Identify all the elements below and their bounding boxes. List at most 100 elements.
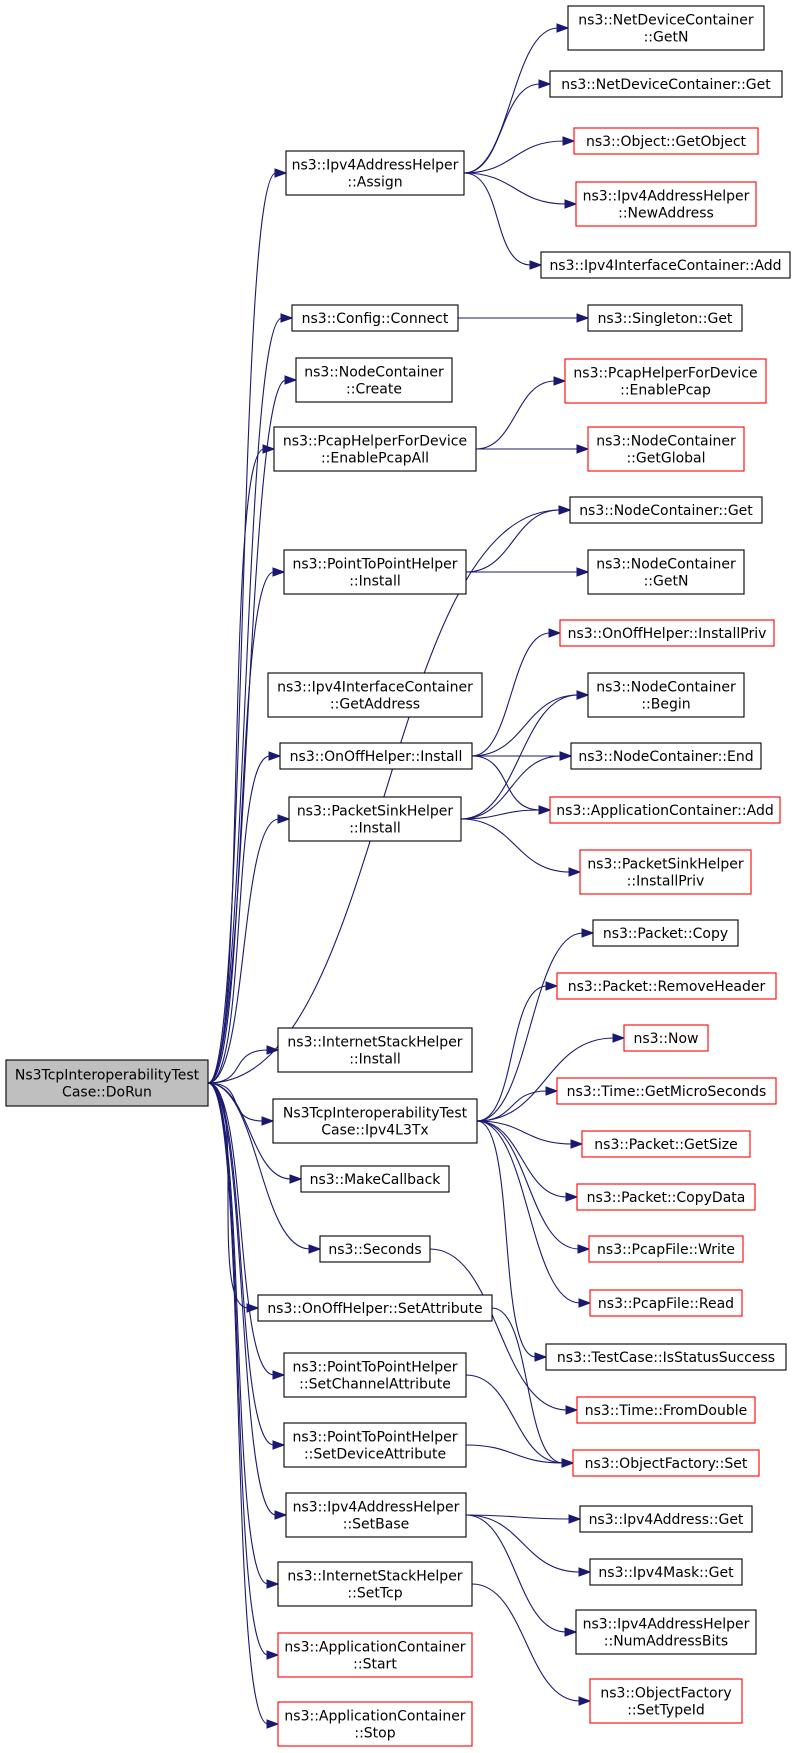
node-ipv4mask-get[interactable]: ns3::Ipv4Mask::Get: [589, 1558, 743, 1586]
node-seconds[interactable]: ns3::Seconds: [319, 1235, 431, 1263]
node-p2p-install[interactable]: ns3::PointToPointHelper::Install: [283, 549, 467, 595]
node-time-getmicro[interactable]: ns3::Time::GetMicroSeconds: [556, 1077, 777, 1105]
node-ipv4-newaddr[interactable]: ns3::Ipv4AddressHelper::NewAddress: [575, 181, 757, 227]
node-appc-add[interactable]: ns3::ApplicationContainer::Add: [549, 796, 781, 824]
node-packet-getsize[interactable]: ns3::Packet::GetSize: [581, 1130, 751, 1158]
node-label-line: ::Install: [349, 574, 401, 590]
node-label-line: ns3::NodeContainer: [596, 557, 736, 573]
node-ipv4ic-add[interactable]: ns3::Ipv4InterfaceContainer::Add: [540, 251, 791, 279]
edge-root-to-p2p_install: [207, 567, 286, 1084]
node-onoff-setattr[interactable]: ns3::OnOffHelper::SetAttribute: [257, 1294, 493, 1322]
node-ipv4-setbase[interactable]: ns3::Ipv4AddressHelper::SetBase: [285, 1492, 467, 1538]
node-singleton-get[interactable]: ns3::Singleton::Get: [587, 304, 743, 332]
node-pcapfile-write[interactable]: ns3::PcapFile::Write: [588, 1235, 744, 1263]
node-label-line: ns3::Time::FromDouble: [585, 1403, 748, 1419]
node-sink-install[interactable]: ns3::PacketSinkHelper::Install: [288, 796, 462, 842]
node-box: [277, 1701, 473, 1747]
node-p2p-setdevice[interactable]: ns3::PointToPointHelper::SetDeviceAttrib…: [283, 1422, 467, 1468]
node-box: [295, 357, 453, 403]
node-time-fromdouble[interactable]: ns3::Time::FromDouble: [576, 1396, 756, 1424]
edge-ipv4l3tx-to-packet_copy: [476, 928, 595, 1122]
node-internet-install[interactable]: ns3::InternetStackHelper::Install: [277, 1027, 473, 1073]
node-onoff-installpriv[interactable]: ns3::OnOffHelper::InstallPriv: [559, 619, 775, 647]
node-p2p-setchannel[interactable]: ns3::PointToPointHelper::SetChannelAttri…: [283, 1352, 467, 1398]
node-pcap-enable[interactable]: ns3::PcapHelperForDevice::EnablePcap: [564, 358, 767, 404]
node-internet-settcp[interactable]: ns3::InternetStackHelper::SetTcp: [277, 1561, 473, 1607]
node-box: [575, 1609, 757, 1655]
node-label-line: ns3::Seconds: [328, 1242, 421, 1258]
node-appc-stop[interactable]: ns3::ApplicationContainer::Stop: [277, 1701, 473, 1747]
node-label-line: ns3::Singleton::Get: [598, 311, 733, 327]
node-label-line: ns3::Ipv4AddressHelper: [583, 1617, 750, 1633]
node-box: [277, 1561, 473, 1607]
node-nc-create[interactable]: ns3::NodeContainer::Create: [295, 357, 453, 403]
node-nc-end[interactable]: ns3::NodeContainer::End: [570, 742, 762, 770]
edge-ipv4assign-to-ipv4ic_add: [463, 172, 543, 270]
node-config-connect[interactable]: ns3::Config::Connect: [291, 304, 459, 332]
node-label-line: ns3::Packet::Copy: [603, 926, 728, 942]
node-packet-copydata[interactable]: ns3::Packet::CopyData: [576, 1183, 756, 1211]
node-box: [589, 1289, 743, 1317]
edge-root-to-internet_settcp: [207, 1082, 280, 1589]
node-ipv4ic-getaddr[interactable]: ns3::Ipv4InterfaceContainer::GetAddress: [267, 672, 483, 718]
node-packet-removeheader[interactable]: ns3::Packet::RemoveHeader: [556, 972, 777, 1000]
node-sink-installpriv[interactable]: ns3::PacketSinkHelper::InstallPriv: [579, 849, 752, 895]
node-obj-getobject[interactable]: ns3::Object::GetObject: [573, 127, 759, 155]
node-nc-getn[interactable]: ns3::NodeContainer::GetN: [587, 549, 745, 595]
edge-ipv4_setbase-to-ipv4address_get: [465, 1514, 582, 1524]
node-label-line: ns3::PcapHelperForDevice: [573, 366, 757, 382]
node-nc-getglobal[interactable]: ns3::NodeContainer::GetGlobal: [587, 426, 745, 472]
node-label-line: ns3::Ipv4AddressHelper: [292, 158, 459, 174]
node-now[interactable]: ns3::Now: [623, 1024, 709, 1052]
edge-ipv4l3tx-to-packet_removeheader: [476, 981, 559, 1122]
node-nc-begin[interactable]: ns3::NodeContainer::Begin: [587, 672, 745, 718]
edge-sink_install-to-nc_begin: [460, 690, 590, 820]
node-ipv4assign[interactable]: ns3::Ipv4AddressHelper::Assign: [285, 150, 465, 196]
node-label-line: ns3::NodeContainer: [304, 365, 444, 381]
edge-ipv4assign-to-obj_getobject: [463, 136, 576, 174]
node-pcapfile-read[interactable]: ns3::PcapFile::Read: [589, 1289, 743, 1317]
node-box: [575, 181, 757, 227]
node-box: [283, 1422, 467, 1468]
node-ndc-get[interactable]: ns3::NetDeviceContainer::Get: [549, 70, 783, 98]
node-label-line: ns3::PcapHelperForDevice: [283, 434, 467, 450]
node-box: [279, 742, 473, 770]
node-label-line: ::GetN: [644, 574, 689, 590]
edge-onoff_install-to-appc_add: [471, 755, 552, 815]
node-box: [579, 1505, 753, 1533]
node-pcap-enableall[interactable]: ns3::PcapHelperForDevice::EnablePcapAll: [273, 426, 477, 472]
node-ipv4-numaddrbits[interactable]: ns3::Ipv4AddressHelper::NumAddressBits: [575, 1609, 757, 1655]
node-label-line: ns3::Ipv4AddressHelper: [583, 189, 750, 205]
node-nc-get[interactable]: ns3::NodeContainer::Get: [569, 496, 763, 524]
node-label-line: ns3::TestCase::IsStatusSuccess: [557, 1350, 775, 1366]
node-objfactory-set[interactable]: ns3::ObjectFactory::Set: [572, 1449, 760, 1477]
node-makecallback[interactable]: ns3::MakeCallback: [300, 1165, 450, 1193]
edge-internet_settcp-to-objfactory_settypeid: [471, 1583, 592, 1706]
node-label-line: ns3::PacketSinkHelper: [297, 804, 454, 820]
node-appc-start[interactable]: ns3::ApplicationContainer::Start: [277, 1632, 473, 1678]
node-label-line: Ns3TcpInteroperabilityTest: [15, 1068, 200, 1084]
node-label-line: ::GetN: [644, 30, 689, 46]
node-testcase-status[interactable]: ns3::TestCase::IsStatusSuccess: [545, 1343, 787, 1371]
node-box: [581, 1130, 751, 1158]
node-objfactory-settypeid[interactable]: ns3::ObjectFactory::SetTypeId: [589, 1678, 743, 1724]
edge-ipv4l3tx-to-testcase_status: [476, 1120, 548, 1362]
node-label-line: ::SetChannelAttribute: [299, 1377, 451, 1393]
node-label-line: ns3::InternetStackHelper: [287, 1035, 462, 1051]
node-label-line: ::Install: [349, 821, 401, 837]
node-box: [592, 919, 739, 947]
node-label-line: ::Begin: [641, 697, 690, 713]
node-ndc-getn[interactable]: ns3::NetDeviceContainer::GetN: [567, 5, 765, 51]
edge-ipv4assign-to-ndc_get: [463, 79, 552, 174]
node-ipv4address-get[interactable]: ns3::Ipv4Address::Get: [579, 1505, 753, 1533]
node-packet-copy[interactable]: ns3::Packet::Copy: [592, 919, 739, 947]
node-box: [273, 426, 477, 472]
edge-ipv4l3tx-to-packet_copydata: [476, 1120, 579, 1202]
node-onoff-install[interactable]: ns3::OnOffHelper::Install: [279, 742, 473, 770]
edge-pcap_enableall-to-pcap_enable: [475, 376, 567, 450]
node-box: [545, 1343, 787, 1371]
node-box: [576, 1183, 756, 1211]
